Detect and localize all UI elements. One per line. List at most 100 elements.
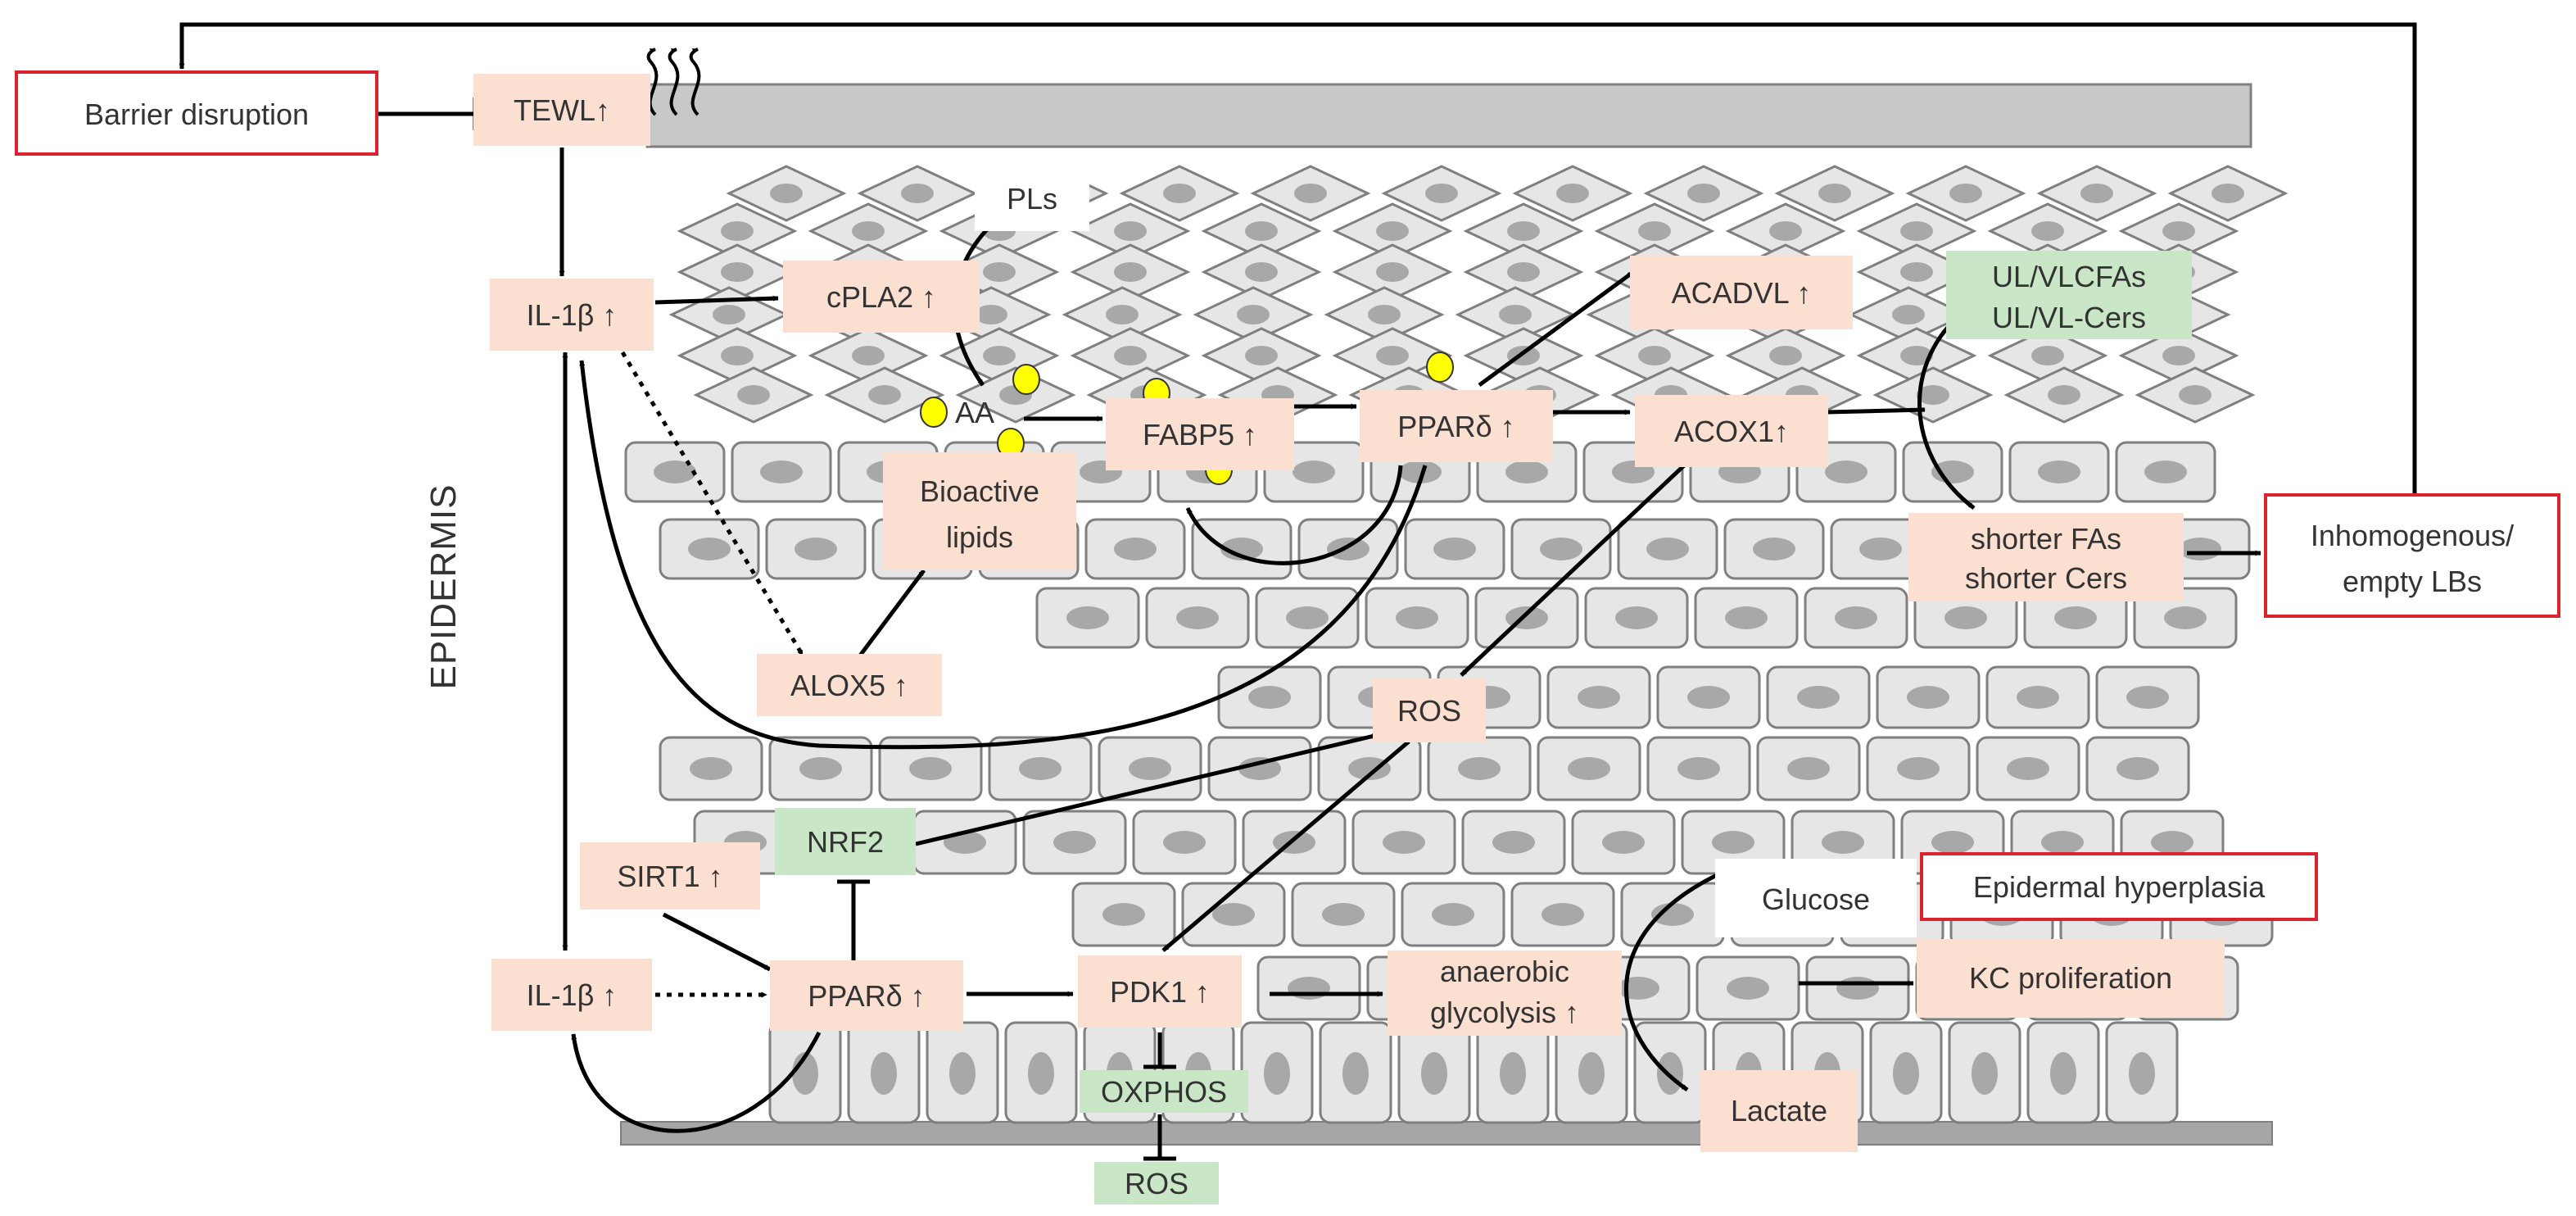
cell-nucleus <box>1238 757 1281 780</box>
cell-nucleus <box>1114 262 1147 282</box>
cell-nucleus <box>2144 461 2187 483</box>
cell-nucleus <box>1053 831 1096 854</box>
cell-nucleus <box>852 346 885 365</box>
cell-nucleus <box>852 221 885 241</box>
cell-nucleus <box>2080 184 2113 203</box>
sirt1-label: SIRT1 ↑ <box>617 860 722 893</box>
cell-nucleus <box>2041 831 2084 854</box>
cell-nucleus <box>1500 1052 1526 1095</box>
acox1-to-ros-arrow <box>1460 453 1697 677</box>
fabp5-label: FABP5 ↑ <box>1143 418 1257 451</box>
cell-nucleus <box>1835 606 1877 629</box>
glycolysis-box <box>1388 951 1622 1036</box>
cell-nucleus <box>949 1052 976 1095</box>
cell-nucleus <box>1727 977 1769 1000</box>
alox5-to-lipids-arrow <box>858 569 926 657</box>
cell-nucleus <box>1507 221 1540 241</box>
alox5-label: ALOX5 ↑ <box>790 669 908 702</box>
il1b-to-alox5-dotted-arrow <box>620 351 805 657</box>
lipid-dot <box>1012 364 1040 395</box>
lactate-label: Lactate <box>1731 1094 1827 1128</box>
cell-nucleus <box>1322 903 1365 926</box>
cell-nucleus <box>1293 461 1335 483</box>
cell-nucleus <box>1245 262 1278 282</box>
cell-nucleus <box>2007 757 2049 780</box>
cell-nucleus <box>2162 346 2195 365</box>
acox1-box <box>1635 395 1828 467</box>
ul-to-shorter-arrow <box>1917 314 1976 510</box>
ros-to-pdk1-arrow <box>1161 740 1410 952</box>
fabp5-box <box>1106 398 1294 470</box>
cell-nucleus <box>1106 305 1139 324</box>
lipid-dots <box>920 352 1454 485</box>
cell-nucleus <box>1677 757 1720 780</box>
cell-nucleus <box>983 262 1016 282</box>
barrier-disruption-label: Barrier disruption <box>84 98 309 131</box>
cell-nucleus <box>901 184 934 203</box>
cell-nucleus <box>1342 1052 1369 1095</box>
cell-nucleus <box>1687 184 1720 203</box>
pls-box <box>975 164 1089 231</box>
cell-nucleus <box>1425 184 1458 203</box>
cell-nucleus <box>1638 221 1671 241</box>
cell-nucleus <box>1237 305 1270 324</box>
cell-nucleus <box>1019 757 1062 780</box>
cell-nucleus <box>1617 977 1659 1000</box>
cell-nucleus <box>1245 221 1278 241</box>
cell-nucleus <box>1638 346 1671 365</box>
cell-nucleus <box>2116 757 2159 780</box>
cell-nucleus <box>1114 346 1147 365</box>
acox1-to-ul-arrow <box>1826 406 1926 415</box>
cell-nucleus <box>1900 346 1933 365</box>
cell-nucleus <box>1327 538 1369 560</box>
cell-nucleus <box>1725 606 1768 629</box>
cell-nucleus <box>1505 461 1548 483</box>
cell-nucleus <box>1348 757 1391 780</box>
cell-nucleus <box>1687 686 1730 709</box>
cell-nucleus <box>1163 831 1206 854</box>
cell-nucleus <box>1712 831 1754 854</box>
cell-nucleus <box>1900 221 1933 241</box>
cell-nucleus <box>1907 686 1949 709</box>
cell-nucleus <box>1657 1052 1683 1095</box>
il1b-top-box <box>490 279 654 351</box>
cell-nucleus <box>1602 831 1645 854</box>
feedback-loop-line <box>179 22 2417 493</box>
cell-nucleus <box>2162 221 2195 241</box>
evaporation-icon-3 <box>689 48 701 116</box>
cell-nucleus <box>1376 346 1409 365</box>
cell-nucleus <box>909 757 952 780</box>
ros-mid-box <box>1373 678 1486 742</box>
cell-nucleus <box>1507 262 1540 282</box>
cell-nucleus <box>1818 184 1851 203</box>
pdk1-label: PDK1 ↑ <box>1110 975 1210 1009</box>
cell-nucleus <box>1651 903 1694 926</box>
cell-nucleus <box>1900 262 1933 282</box>
glycolysis-label-1: anaerobic <box>1440 955 1569 988</box>
shorter-fas-label-2: shorter Cers <box>1965 561 2127 595</box>
shorter-fas-box <box>1908 513 2184 601</box>
cell-nucleus <box>1294 184 1327 203</box>
cell-nucleus <box>1753 538 1795 560</box>
aa-label: AA <box>955 396 994 429</box>
cell-nucleus <box>2126 686 2169 709</box>
acadvl-box <box>1630 256 1853 329</box>
cell-nucleus <box>770 184 803 203</box>
cell-nucleus <box>1578 686 1620 709</box>
acadvl-label: ACADVL ↑ <box>1672 276 1812 310</box>
nrf2-box <box>775 808 916 875</box>
cell-nucleus <box>1220 538 1263 560</box>
il1b-to-cpla2-arrow <box>654 295 779 305</box>
nrf2-label: NRF2 <box>807 825 884 859</box>
cell-nucleus <box>1368 305 1401 324</box>
cpla2-label: cPLA2 ↑ <box>826 280 936 314</box>
cell-nucleus <box>1787 757 1830 780</box>
cell-nucleus <box>1376 221 1409 241</box>
ppard-top-box <box>1360 390 1553 462</box>
il1b-bottom-box <box>491 959 652 1031</box>
cell-nucleus <box>1949 184 1982 203</box>
cell-nucleus <box>1822 831 1864 854</box>
glucose-to-lactate-arrow <box>1623 873 1718 1092</box>
cell-nucleus <box>1892 305 1925 324</box>
ppard-to-il1b-bottom-curve <box>571 1031 822 1133</box>
